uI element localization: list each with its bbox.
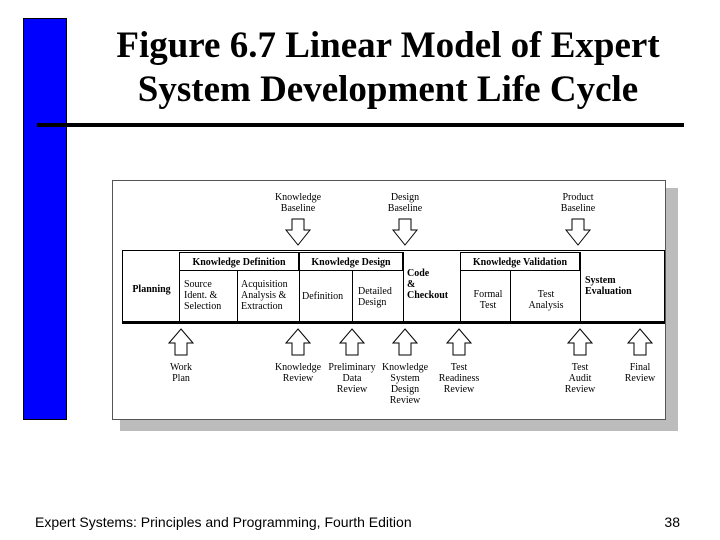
title-line-1: Figure 6.7 Linear Model of Expert bbox=[116, 25, 660, 66]
review-knowledge-system-design: Knowledge System Design Review bbox=[381, 362, 429, 406]
stage-acquisition-analysis-extraction: Acquisition Analysis & Extraction bbox=[241, 279, 288, 312]
phase-knowledge-definition: Knowledge Definition bbox=[179, 252, 299, 271]
divider bbox=[460, 252, 461, 321]
knowledge-review-arrow-icon bbox=[284, 328, 312, 356]
stage-code-checkout: Code & Checkout bbox=[407, 268, 449, 301]
work-plan-arrow-icon bbox=[167, 328, 195, 356]
stage-formal-test: Formal Test bbox=[473, 289, 503, 311]
title-line-2: System Development Life Cycle bbox=[137, 69, 639, 110]
stage-planning: Planning bbox=[132, 284, 171, 295]
review-test-readiness: Test Readiness Review bbox=[438, 362, 480, 395]
accent-bar bbox=[23, 18, 67, 420]
stage-source-ident-selection: Source Ident. & Selection bbox=[184, 279, 222, 312]
phase-knowledge-validation-label: Knowledge Validation bbox=[472, 257, 568, 268]
divider bbox=[179, 252, 180, 321]
preliminary-data-review-arrow-icon bbox=[338, 328, 366, 356]
divider bbox=[299, 252, 300, 321]
phase-knowledge-definition-label: Knowledge Definition bbox=[192, 257, 286, 268]
phase-knowledge-validation: Knowledge Validation bbox=[460, 252, 580, 271]
page-number: 38 bbox=[664, 514, 680, 530]
stage-system-evaluation: System Evaluation bbox=[585, 275, 632, 297]
design-baseline-arrow-icon bbox=[391, 218, 419, 246]
slide-title: Figure 6.7 Linear Model of Expert System… bbox=[90, 24, 686, 112]
title-rule bbox=[37, 123, 684, 127]
phase-knowledge-design-label: Knowledge Design bbox=[311, 257, 391, 268]
stage-test-analysis: Test Analysis bbox=[528, 289, 564, 311]
knowledge-baseline-label: Knowledge Baseline bbox=[274, 192, 322, 214]
test-audit-review-arrow-icon bbox=[566, 328, 594, 356]
strip-bottom-rule bbox=[122, 321, 665, 324]
divider bbox=[580, 252, 581, 321]
product-baseline-arrow-icon bbox=[564, 218, 592, 246]
review-knowledge: Knowledge Review bbox=[274, 362, 322, 384]
divider bbox=[237, 271, 238, 321]
stage-definition: Definition bbox=[302, 291, 344, 302]
knowledge-baseline-arrow-icon bbox=[284, 218, 312, 246]
test-readiness-review-arrow-icon bbox=[445, 328, 473, 356]
design-baseline-label: Design Baseline bbox=[387, 192, 423, 214]
knowledge-system-design-review-arrow-icon bbox=[391, 328, 419, 356]
divider bbox=[403, 252, 404, 321]
review-test-audit: Test Audit Review bbox=[564, 362, 596, 395]
final-review-arrow-icon bbox=[626, 328, 654, 356]
product-baseline-label: Product Baseline bbox=[560, 192, 596, 214]
phase-knowledge-design: Knowledge Design bbox=[299, 252, 403, 271]
footer-text: Expert Systems: Principles and Programmi… bbox=[35, 514, 412, 530]
stage-detailed-design: Detailed Design bbox=[358, 286, 392, 308]
divider bbox=[352, 271, 353, 321]
divider bbox=[510, 271, 511, 321]
review-preliminary-data: Preliminary Data Review bbox=[328, 362, 376, 395]
review-work-plan: Work Plan bbox=[170, 362, 192, 384]
review-final: Final Review bbox=[624, 362, 656, 384]
